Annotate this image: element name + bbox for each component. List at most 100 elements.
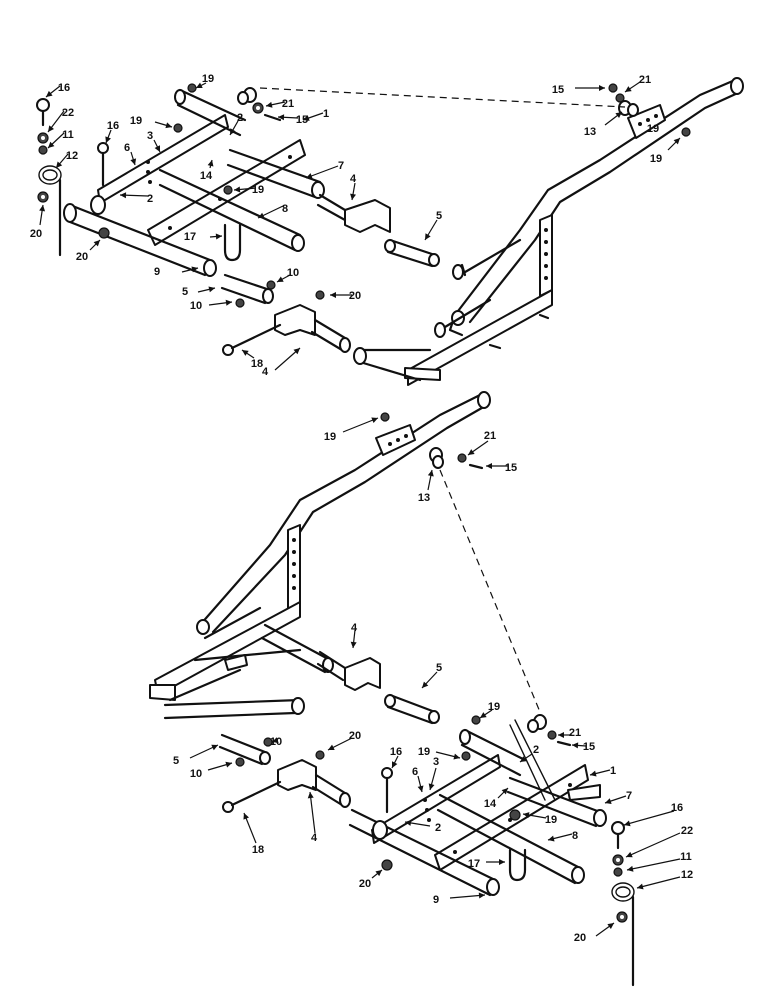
upper-u-bolt xyxy=(223,223,242,262)
callout-number: 18 xyxy=(251,358,263,370)
callout-arrowhead xyxy=(624,820,631,827)
callout-number: 15 xyxy=(505,462,517,474)
callout-number: 6 xyxy=(124,142,130,154)
upper-alignment-line xyxy=(259,87,626,108)
callout-number: 16 xyxy=(58,82,70,94)
lower-callout-5: 5 xyxy=(173,744,219,767)
callout-arrowhead xyxy=(154,145,160,152)
callout-arrowhead xyxy=(46,90,53,97)
callout-number: 10 xyxy=(190,300,202,312)
lower-tube-5b xyxy=(218,733,271,766)
lower-callout-22: 22 xyxy=(625,825,693,858)
callout-number: 6 xyxy=(412,766,418,778)
callout-arrowhead xyxy=(548,835,555,842)
callout-arrowhead xyxy=(422,681,429,688)
upper-callout-4: 4 xyxy=(350,173,357,201)
callout-number: 14 xyxy=(484,798,497,810)
lower-callout-20: 20 xyxy=(359,869,383,890)
callout-leader xyxy=(626,858,681,871)
upper-callout-20: 20 xyxy=(76,239,101,263)
lower-callout-11: 11 xyxy=(626,851,692,872)
lower-callout-19: 19 xyxy=(479,701,500,719)
callout-arrowhead xyxy=(207,160,214,167)
upper-callout-22: 22 xyxy=(47,107,74,133)
callout-arrowhead xyxy=(478,892,485,899)
callout-arrowhead xyxy=(637,883,644,890)
callout-arrowhead xyxy=(501,788,508,795)
callout-arrowhead xyxy=(165,122,172,129)
callout-number: 5 xyxy=(436,662,442,674)
upper-callout-5: 5 xyxy=(424,210,442,241)
callout-number: 11 xyxy=(680,851,692,863)
lower-handle-bar xyxy=(196,391,491,635)
callout-arrowhead xyxy=(278,114,285,121)
lower-callout-5: 5 xyxy=(421,662,442,689)
lower-callout-18: 18 xyxy=(243,812,264,856)
lower-callout-20: 20 xyxy=(574,922,615,944)
callout-number: 15 xyxy=(583,741,595,753)
lower-callout-2: 2 xyxy=(404,819,441,834)
upper-callout-19: 19 xyxy=(195,73,214,89)
callout-number: 21 xyxy=(484,430,496,442)
lower-perforated-strap xyxy=(287,524,301,611)
callout-arrowhead xyxy=(130,158,137,165)
callout-number: 17 xyxy=(184,231,196,243)
lower-callout-13: 13 xyxy=(418,469,434,504)
callout-leader xyxy=(342,417,379,433)
callout-arrowhead xyxy=(120,192,127,199)
callout-number: 1 xyxy=(610,765,616,777)
callout-arrowhead xyxy=(105,136,111,143)
callout-arrowhead xyxy=(453,753,460,760)
callout-number: 14 xyxy=(200,170,213,182)
callout-number: 19 xyxy=(545,814,557,826)
upper-callout-12: 12 xyxy=(55,150,78,169)
upper-callout-18: 18 xyxy=(241,349,263,370)
callout-number: 8 xyxy=(572,830,578,842)
upper-callout-17: 17 xyxy=(184,231,223,243)
upper-callout-10: 10 xyxy=(190,299,233,312)
callout-arrowhead xyxy=(607,923,614,929)
upper-callout-4: 4 xyxy=(262,347,301,378)
callout-arrowhead xyxy=(306,173,313,179)
callout-number: 4 xyxy=(262,366,269,378)
callout-arrowhead xyxy=(56,161,63,168)
callout-arrowhead xyxy=(520,756,527,762)
callout-arrowhead xyxy=(572,742,579,749)
upper-callout-6: 6 xyxy=(124,142,137,166)
callout-arrowhead xyxy=(428,783,435,790)
upper-callout-10: 10 xyxy=(276,267,299,283)
callout-arrowhead xyxy=(417,785,424,792)
lower-tube-5 xyxy=(384,693,440,725)
callout-number: 19 xyxy=(324,431,336,443)
callout-arrowhead xyxy=(48,141,55,148)
callout-number: 20 xyxy=(30,228,42,240)
lower-callout-16: 16 xyxy=(390,746,402,769)
lower-assembly xyxy=(149,391,635,987)
callout-number: 1 xyxy=(323,108,329,120)
callout-number: 22 xyxy=(681,825,693,837)
callout-leader xyxy=(309,791,316,834)
callout-number: 21 xyxy=(282,98,294,110)
upper-callout-19: 19 xyxy=(647,123,659,135)
upper-callout-3: 3 xyxy=(147,130,161,153)
lower-callout-21: 21 xyxy=(558,727,581,739)
callout-number: 15 xyxy=(552,84,564,96)
lower-handle-bracket xyxy=(375,424,416,456)
callout-number: 19 xyxy=(488,701,500,713)
callout-number: 10 xyxy=(190,768,202,780)
callout-number: 18 xyxy=(252,844,264,856)
callout-number: 20 xyxy=(359,878,371,890)
callout-arrowhead xyxy=(266,101,273,108)
lower-callout-14: 14 xyxy=(484,787,509,810)
lower-callout-4: 4 xyxy=(350,622,358,649)
callout-arrowhead xyxy=(486,463,492,469)
callout-arrowhead xyxy=(350,641,357,648)
upper-callout-2: 2 xyxy=(119,192,153,205)
callout-arrowhead xyxy=(405,819,412,826)
upper-bracket-4a xyxy=(316,193,391,233)
callout-number: 5 xyxy=(436,210,442,222)
upper-callout-21: 21 xyxy=(624,74,651,93)
upper-callout-2: 2 xyxy=(229,112,243,136)
upper-callout-19: 19 xyxy=(130,115,173,129)
